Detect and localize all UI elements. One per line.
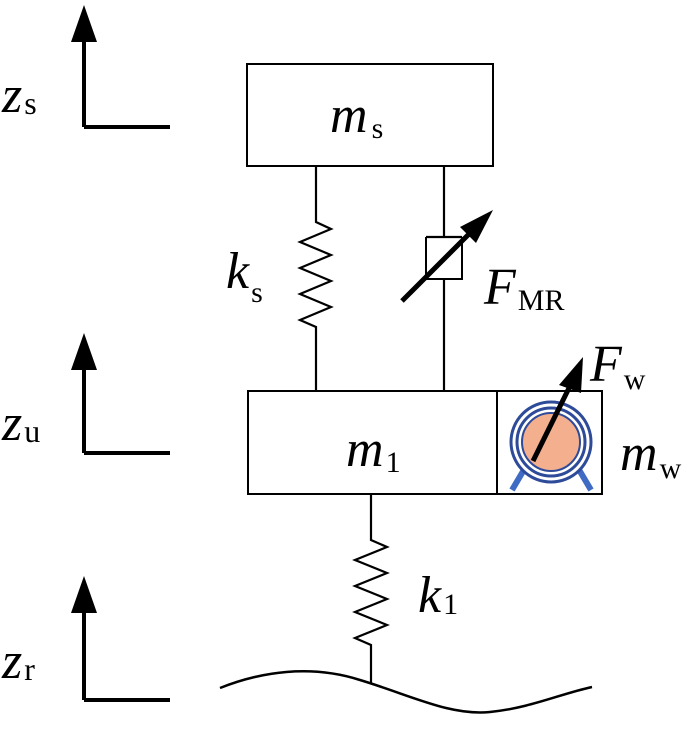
fw-arrow xyxy=(530,357,583,463)
axis-zr xyxy=(71,576,170,702)
label-zs: zs xyxy=(1,67,37,124)
spring-k1 xyxy=(352,494,390,684)
axis-zs xyxy=(71,5,170,129)
axis-zu xyxy=(71,333,170,455)
label-ks: ks xyxy=(226,243,263,309)
wheel-icon xyxy=(509,400,594,492)
mr-damper xyxy=(400,166,493,390)
label-m1: m1 xyxy=(346,421,401,479)
label-zu: zu xyxy=(1,395,40,452)
label-k1: k1 xyxy=(418,567,458,624)
road-profile xyxy=(219,670,593,714)
label-fw: Fw xyxy=(589,336,646,396)
label-zr: zr xyxy=(1,633,35,690)
sprung-mass-block xyxy=(246,63,494,167)
spring-ks xyxy=(297,166,334,390)
label-fmr: FMR xyxy=(483,259,564,317)
label-mw: mw xyxy=(620,425,682,485)
